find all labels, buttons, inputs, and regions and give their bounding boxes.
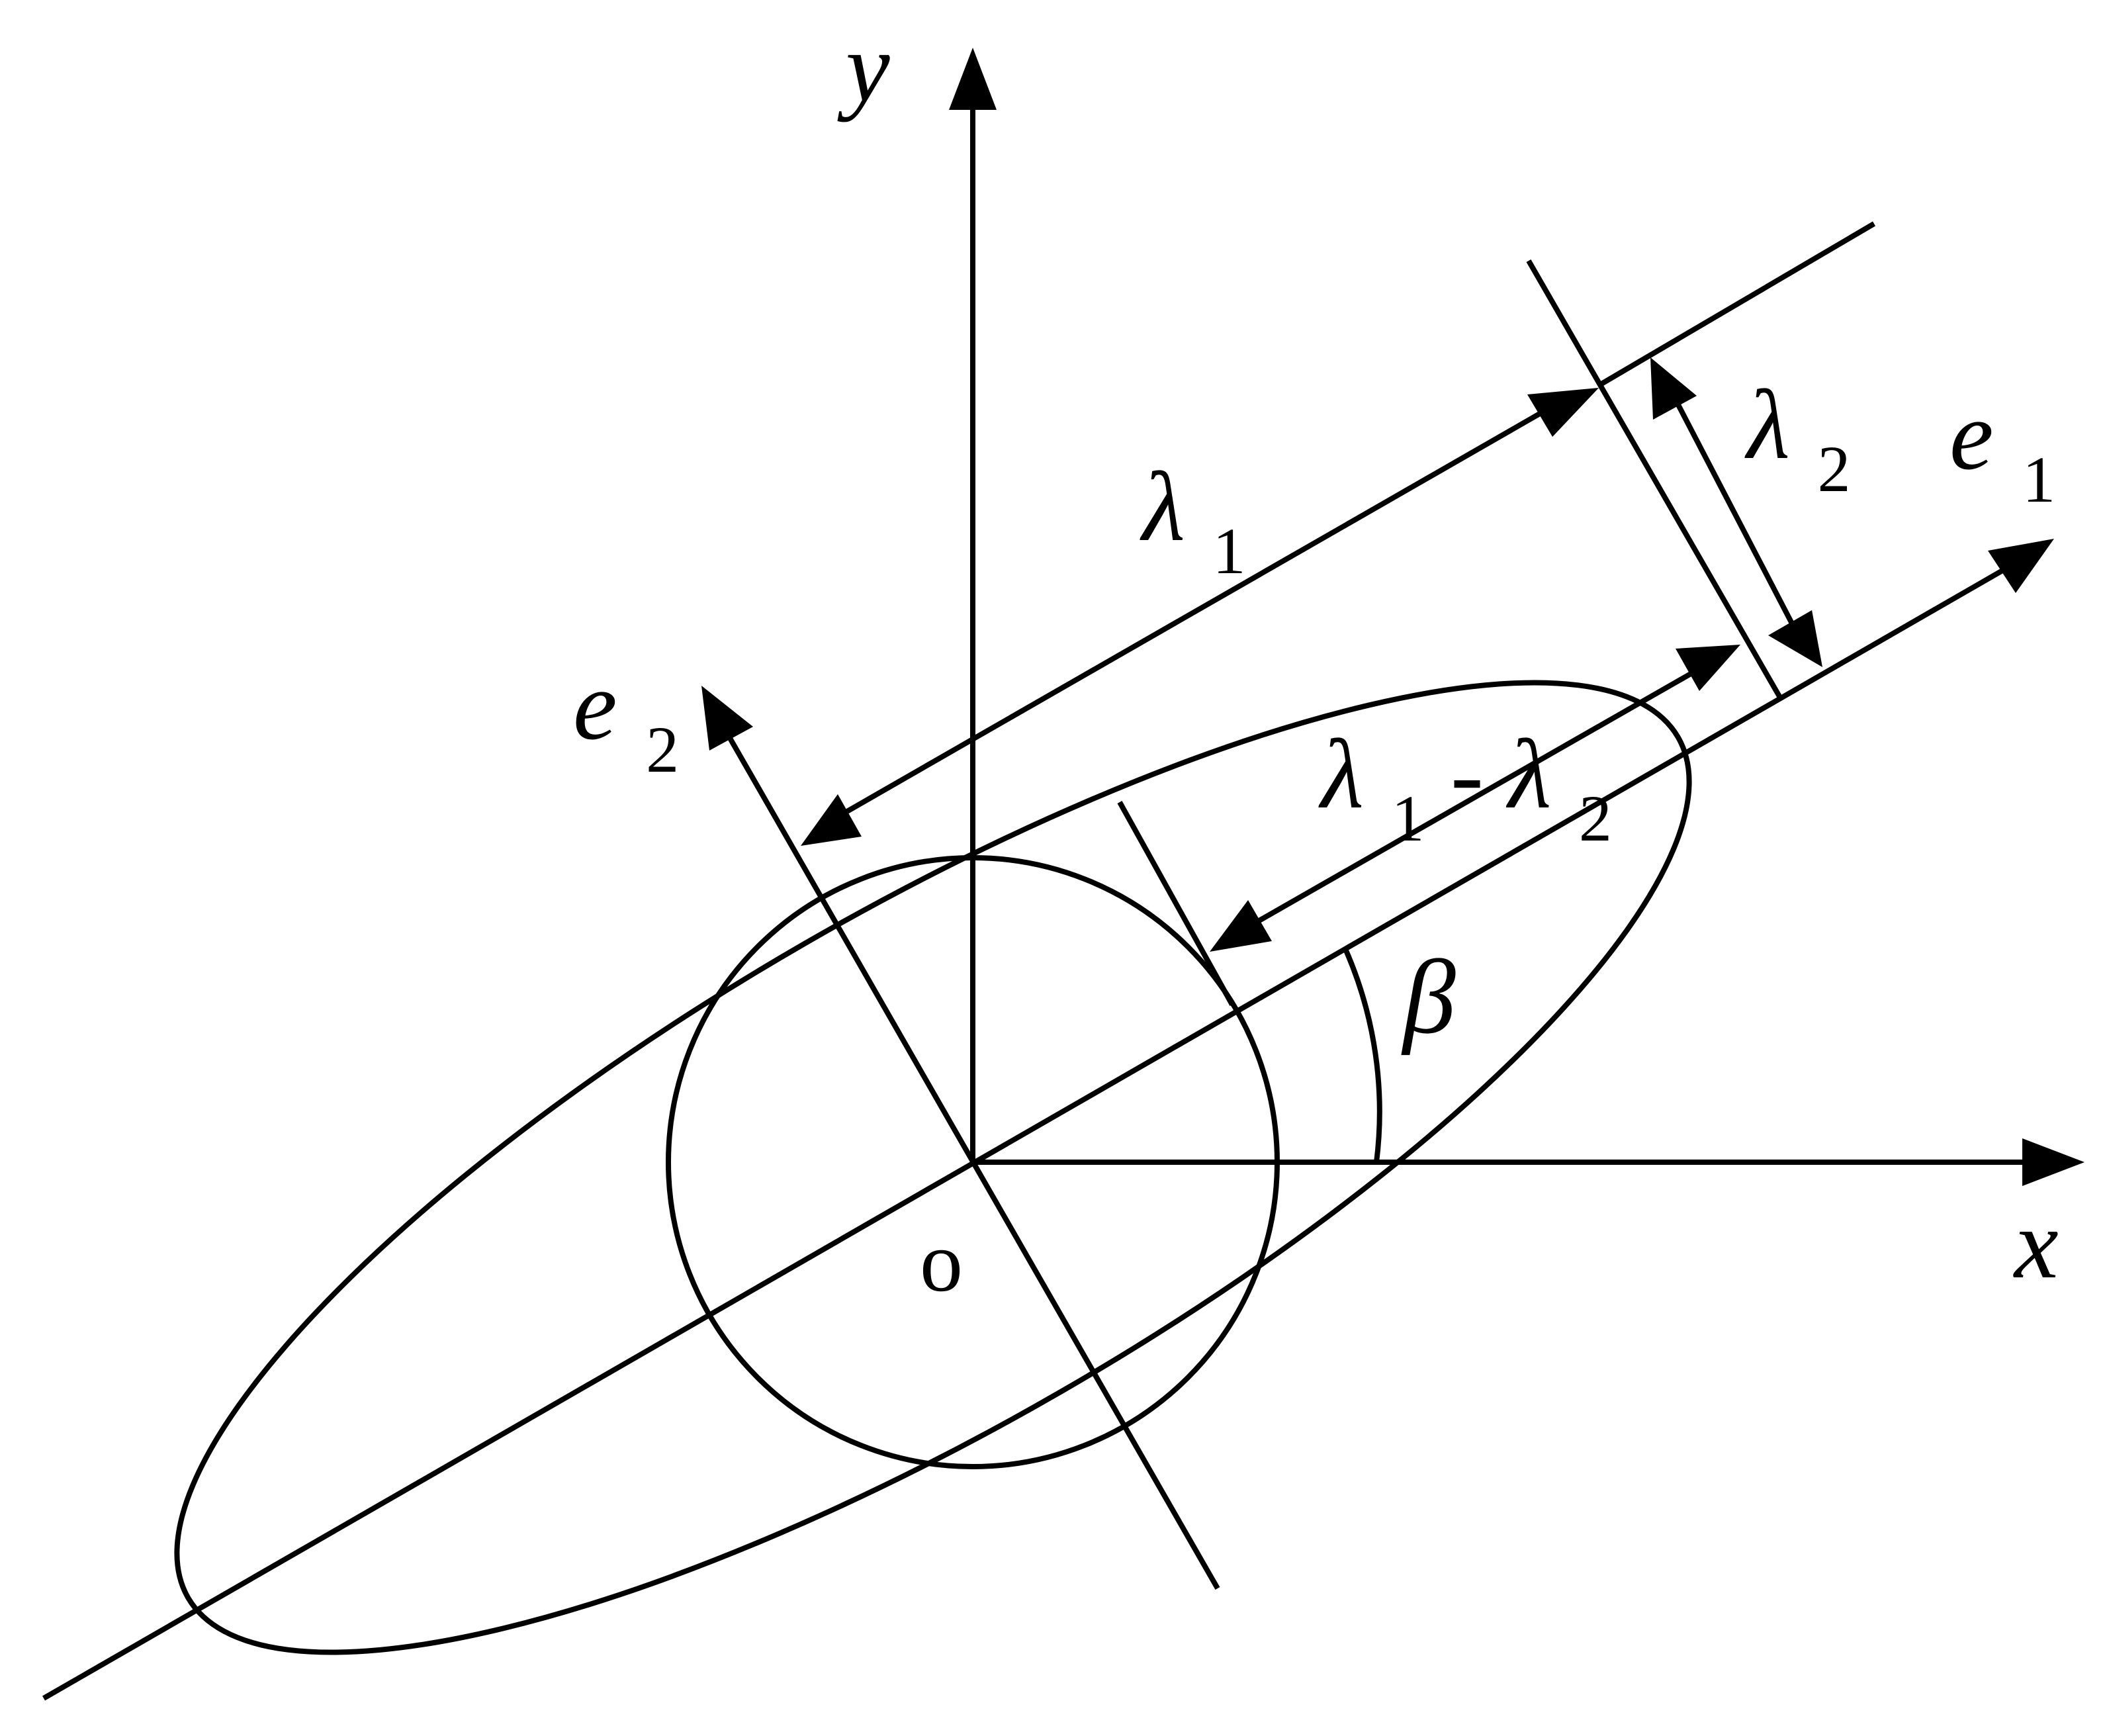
- e1-base: e: [1950, 381, 1994, 490]
- e1-axis-arrowhead: [1988, 539, 2054, 593]
- lambda2-arrowhead-end: [1768, 610, 1822, 667]
- e2-base: e: [573, 651, 617, 760]
- lambda-diff-second-subscript: 2: [1579, 782, 1612, 855]
- lambda-diff-first-subscript: 1: [1391, 782, 1424, 855]
- lambda-diff-minus: -: [1451, 719, 1484, 829]
- lambda1-arrowhead-start: [801, 794, 862, 846]
- lambda1-end-tick: [1526, 259, 1783, 699]
- y-axis-label: y: [837, 13, 890, 122]
- e1-label: e 1: [1950, 381, 2055, 516]
- beta-angle-label: β: [1401, 938, 1456, 1056]
- e2-subscript: 2: [646, 713, 679, 786]
- e2-axis-arrowhead: [701, 686, 753, 751]
- e1-axis-line: [42, 563, 2013, 1701]
- e1-subscript: 1: [2022, 443, 2055, 516]
- lambda-diff-dimension-line: [1252, 668, 1697, 927]
- lambda-diff-start-tick: [1117, 801, 1235, 1006]
- lambda1-arrowhead-end: [1527, 388, 1599, 437]
- lambda1-base: λ: [1140, 452, 1185, 562]
- lambda1-dimension-line: [836, 404, 1554, 819]
- lambda1-label: λ 1: [1140, 452, 1245, 588]
- x-axis-arrowhead: [2022, 1138, 2085, 1186]
- lambda-difference-label: λ 1 - λ 2: [1318, 719, 1612, 862]
- lambda1-subscript: 1: [1212, 514, 1245, 588]
- lambda-diff-arrowhead-start: [1210, 900, 1272, 952]
- y-axis-arrowhead: [949, 48, 997, 110]
- origin-label: o: [920, 1214, 963, 1310]
- e2-axis-line: [725, 733, 1220, 1590]
- lambda-diff-first: λ: [1318, 719, 1364, 829]
- lambda-diff-second: λ: [1505, 719, 1551, 829]
- lambda2-arrowhead-start: [1650, 357, 1697, 420]
- lambda2-dimension-line: [1672, 396, 1796, 627]
- upper-parallel-line: [1599, 221, 1876, 387]
- lambda2-base: λ: [1744, 370, 1790, 480]
- x-axis-label: x: [2013, 1189, 2059, 1299]
- lambda2-label: λ 2: [1744, 370, 1850, 506]
- e2-label: e 2: [573, 651, 679, 786]
- lambda-diff-arrowhead-end: [1676, 645, 1740, 691]
- beta-angle-arc: [1343, 949, 1382, 1163]
- deformed-ellipse: [174, 680, 1692, 1655]
- lambda2-subscript: 2: [1817, 432, 1850, 506]
